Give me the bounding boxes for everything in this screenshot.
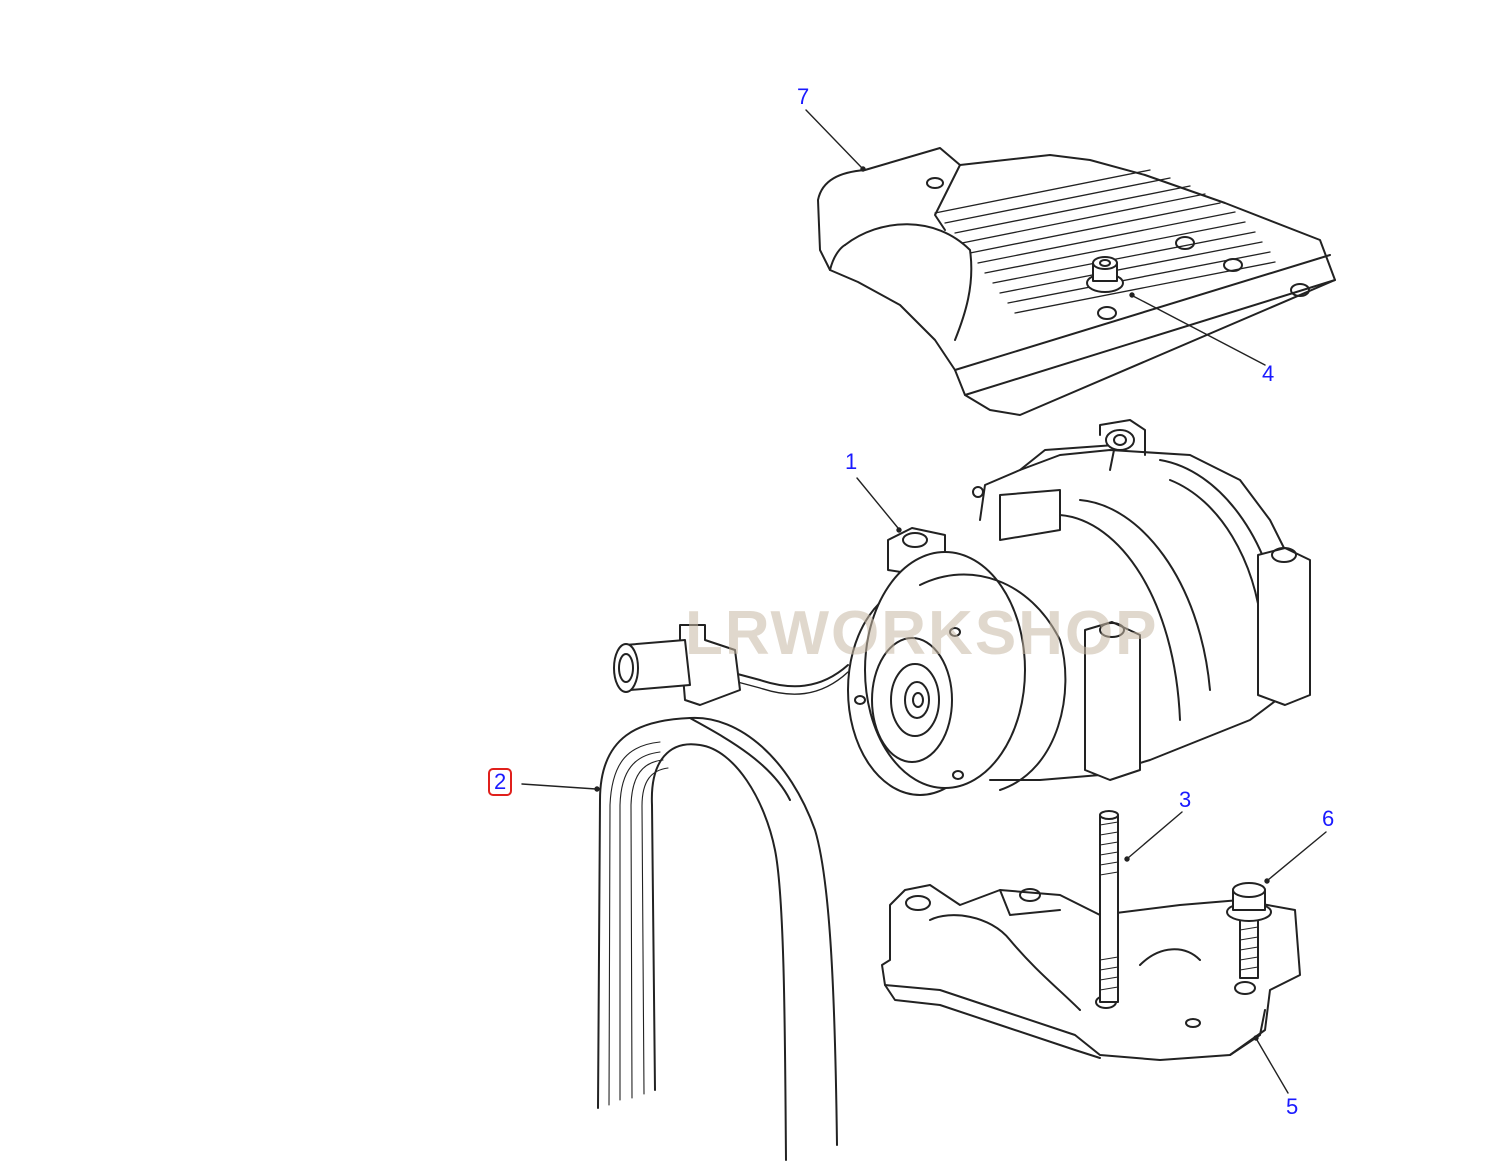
callout-3[interactable]: 3 (1179, 787, 1192, 812)
callout-2-selected[interactable]: 2 (488, 768, 513, 796)
callout-7[interactable]: 7 (797, 84, 810, 109)
part-1-compressor[interactable] (613, 419, 1311, 796)
callout-4[interactable]: 4 (1262, 361, 1275, 386)
callout-5[interactable]: 5 (1286, 1094, 1299, 1119)
callout-6[interactable]: 6 (1322, 806, 1335, 831)
watermark-text: LRWORKSHOP (685, 599, 1159, 668)
part-4-nut[interactable] (1086, 256, 1124, 293)
part-7-cover[interactable] (817, 147, 1336, 416)
callout-1[interactable]: 1 (845, 449, 858, 474)
part-3-stud[interactable] (1099, 810, 1119, 1003)
part-2-belt[interactable] (597, 716, 838, 1161)
leader-lines (521, 109, 1327, 1094)
part-5-bracket[interactable] (881, 884, 1301, 1061)
part-6-bolt[interactable] (1226, 882, 1272, 979)
